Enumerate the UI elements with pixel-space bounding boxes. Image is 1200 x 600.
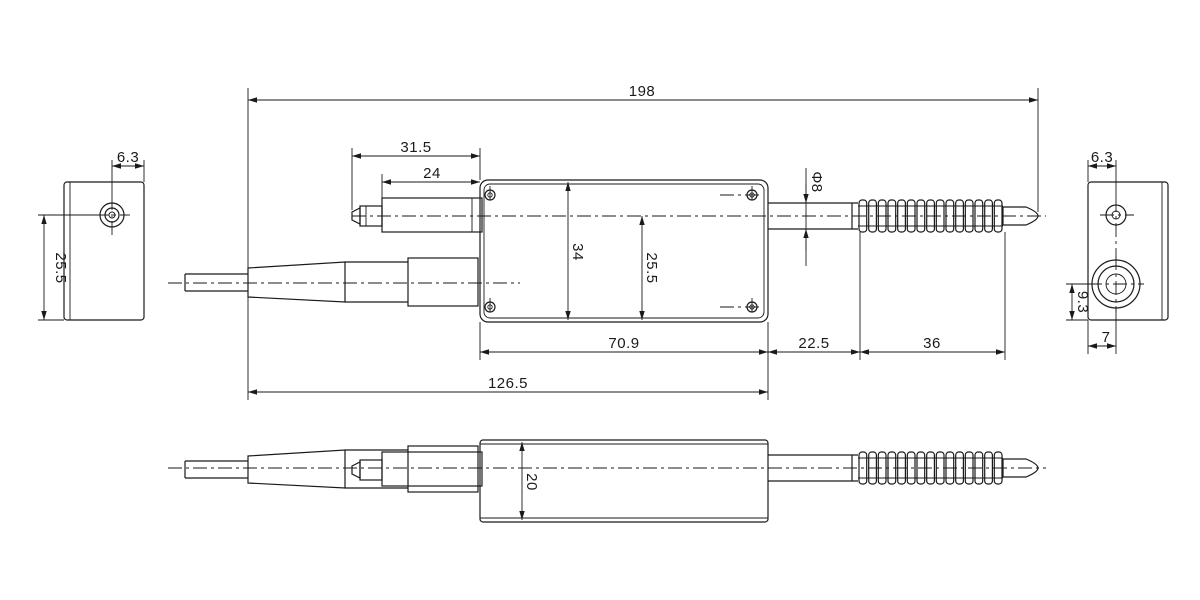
dim-body-length: 70.9	[608, 335, 639, 352]
dim-rod-diameter: Φ8	[808, 171, 825, 192]
dim-body-height: 34	[569, 243, 586, 261]
bellows-ring	[906, 451, 916, 485]
dim-left-height: 25.5	[52, 252, 69, 283]
dim-connector-length: 31.5	[400, 139, 431, 156]
left-end-view	[38, 160, 145, 321]
side-view	[168, 439, 1046, 523]
dim-left-offset: 6.3	[117, 149, 139, 166]
bellows-ring	[858, 451, 868, 485]
bellows-ring	[868, 199, 878, 233]
dim-side-height: 20	[523, 473, 540, 491]
dim-cable-to-body: 126.5	[488, 375, 528, 392]
dim-right-offset: 6.3	[1091, 149, 1113, 166]
dim-overall-length: 198	[629, 83, 656, 100]
right-end-view	[1066, 160, 1169, 354]
dim-rod-length: 22.5	[798, 335, 829, 352]
bellows-ring	[916, 199, 926, 233]
main-view	[168, 88, 1046, 400]
bellows-ring	[984, 451, 994, 485]
dim-mount-spacing: 25.5	[643, 252, 660, 283]
dim-right-vertical: 9.3	[1074, 291, 1091, 313]
dim-right-horizontal: 7	[1102, 329, 1111, 346]
dim-bellows-length: 36	[923, 335, 941, 352]
dim-connector-inner: 24	[423, 165, 441, 182]
